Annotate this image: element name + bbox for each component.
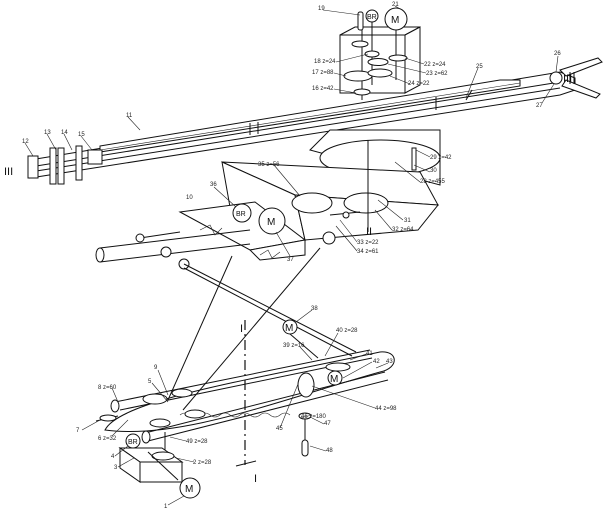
label-47: 47 <box>324 421 331 427</box>
label-33: 33 z=22 <box>357 240 379 246</box>
turntable: BR M <box>95 129 441 357</box>
label-9: 9 <box>154 365 158 371</box>
leader-lines <box>24 5 559 506</box>
label-6: 6 z=32 <box>98 436 117 442</box>
label-49: 49 z=28 <box>186 439 208 445</box>
label-2: 2 z=28 <box>193 460 212 466</box>
label-7: 7 <box>76 428 80 434</box>
axis-label: III <box>563 73 572 85</box>
brake-icon-carriage <box>232 203 252 223</box>
label-12: 12 <box>22 139 29 145</box>
brake-symbol: BR <box>128 439 138 446</box>
brake-symbol: BR <box>236 211 246 218</box>
label-35: 35 z=56 <box>258 162 280 168</box>
label-44: 44 z=98 <box>375 406 397 412</box>
label-17: 17 z=88 <box>312 70 334 76</box>
base-frame: M M <box>95 319 395 457</box>
axis-label: II <box>366 226 372 238</box>
motor-symbol: M <box>185 484 193 495</box>
label-19: 19 <box>318 6 325 12</box>
axis-label: I <box>254 473 257 485</box>
wrist-gearbox: BR M <box>339 7 421 100</box>
label-37: 37 <box>287 257 294 263</box>
label-36: 36 <box>210 182 217 188</box>
label-16: 16 z=42 <box>312 86 334 92</box>
label-30: 30 <box>430 168 437 174</box>
label-27: 27 <box>536 103 543 109</box>
label-8: 8 z=60 <box>98 385 117 391</box>
motor-symbol: M <box>330 374 338 385</box>
label-18: 18 z=24 <box>314 59 336 65</box>
motor-symbol: M <box>285 323 293 334</box>
motor-icon-37 <box>258 207 286 235</box>
motor-symbol: M <box>391 15 399 26</box>
label-26: 26 <box>554 51 561 57</box>
label-1: 1 <box>164 504 168 510</box>
label-43: 43 <box>386 359 393 365</box>
label-3: 3 <box>114 465 118 471</box>
label-24: 24 z=22 <box>408 81 430 87</box>
brake-icon-top <box>365 9 379 23</box>
base-drive: BR M <box>118 433 201 499</box>
label-11: 11 <box>126 113 133 119</box>
gripper-pivot <box>549 71 563 85</box>
brake-icon-base <box>125 433 141 449</box>
label-28: 28 z=455 <box>420 179 446 185</box>
label-21: 21 <box>392 2 399 8</box>
label-39: 39 z=16 <box>283 343 305 349</box>
label-22: 22 z=24 <box>424 62 446 68</box>
label-10: 10 <box>186 195 193 201</box>
label-41: 41 <box>366 351 373 357</box>
label-31: 31 <box>404 218 411 224</box>
label-48: 48 <box>326 448 333 454</box>
axis-label: I <box>240 323 243 335</box>
label-29: 29 z=42 <box>430 155 452 161</box>
label-23: 23 z=62 <box>426 71 448 77</box>
label-38: 38 <box>311 306 318 312</box>
label-40: 40 z=28 <box>336 328 358 334</box>
telescopic-arm <box>27 57 603 185</box>
label-32: 32 z=64 <box>392 227 414 233</box>
brake-symbol: BR <box>367 14 377 21</box>
label-4: 4 <box>111 454 115 460</box>
motor-symbol: M <box>267 217 275 228</box>
label-25: 25 <box>476 64 483 70</box>
motor-icon-1 <box>179 477 201 499</box>
label-45: 45 <box>276 426 283 432</box>
label-13: 13 <box>44 130 51 136</box>
label-5: 5 <box>148 379 152 385</box>
label-14: 14 <box>61 130 68 136</box>
label-15: 15 <box>78 132 85 138</box>
label-46: 46 z=180 <box>301 414 327 420</box>
motor-icon-42 <box>327 370 343 386</box>
axis-label: III <box>4 166 13 178</box>
part-labels: 19 21 18 z=24 17 z=88 16 z=42 22 z=24 23… <box>22 2 561 510</box>
motor-icon-21 <box>384 7 408 31</box>
label-42: 42 <box>373 359 380 365</box>
label-34: 34 z=61 <box>357 249 379 255</box>
